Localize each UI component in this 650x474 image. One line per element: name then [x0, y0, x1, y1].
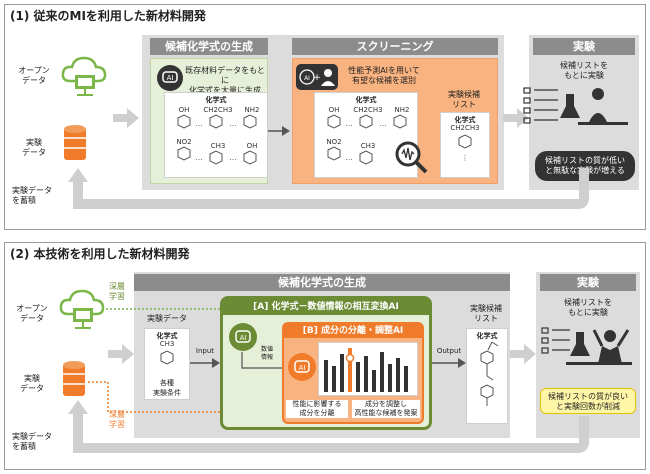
- molecule-grid-1: OH CH2CH3 NH2 NO2 CH3 OH … … … …: [176, 106, 260, 165]
- svg-text:+: +: [313, 73, 321, 83]
- open-data-label-1: オープン データ: [18, 66, 50, 85]
- svg-text:CH3: CH3: [211, 142, 226, 150]
- section-1-title: (1) 従来のMIを利用した新材料開発: [10, 9, 206, 23]
- svg-text:NO2: NO2: [176, 138, 191, 146]
- svg-text:…: …: [380, 120, 387, 128]
- arrow-gen-to-screen-1: [268, 126, 290, 136]
- cand-list-label-2: 実験候補 リスト: [470, 304, 502, 323]
- output-label: Output: [436, 347, 462, 355]
- svg-text:CH3: CH3: [361, 142, 376, 150]
- exp-data-label-2: 実験 データ: [20, 374, 44, 393]
- svg-text:OH: OH: [179, 106, 190, 114]
- arrow-gen-to-exp-2: [510, 344, 536, 364]
- exp-data-label-1: 実験 データ: [22, 138, 46, 157]
- open-data-label-2: オープン データ: [16, 304, 48, 323]
- cloud-icon-2: [59, 289, 105, 329]
- svg-text:OH: OH: [247, 142, 258, 150]
- svg-text:OH: OH: [329, 106, 340, 114]
- svg-text:CH2CH3: CH2CH3: [353, 106, 382, 114]
- arrow-sources-to-gen-1: [113, 108, 139, 128]
- screen-desc-1: 性能予測AIを用いて 有望な候補を選別: [348, 66, 420, 85]
- cand-molecule-1: CH2CH3 ⋮: [450, 124, 479, 162]
- svg-text:CH2CH3: CH2CH3: [203, 106, 232, 114]
- svg-text:NO2: NO2: [326, 138, 341, 146]
- database-icon: [64, 125, 86, 160]
- gen-header-2: 候補化学式の生成: [134, 274, 510, 291]
- component-bars-icon: [324, 348, 408, 392]
- ai-a-title: [A] 化学式－数値情報の相互変換AI: [223, 299, 429, 315]
- cand-molecule-2: [480, 341, 499, 406]
- svg-text:AI: AI: [299, 364, 306, 372]
- svg-text:AI: AI: [167, 74, 174, 82]
- cand-card-2: [466, 328, 508, 424]
- svg-text:NH2: NH2: [395, 106, 410, 114]
- arrow-sources-to-gen-2: [108, 344, 134, 364]
- cand-card-1-title: 化学式: [454, 116, 476, 124]
- loop-arrow-1: [68, 168, 589, 209]
- exp-header-1: 実験: [533, 38, 635, 55]
- svg-text:CH2CH3: CH2CH3: [450, 124, 479, 132]
- ai-b-title: [B] 成分の分離・調整AI: [284, 324, 422, 338]
- gen-header-1: 候補化学式の生成: [150, 38, 268, 55]
- cand-list-label-1: 実験候補 リスト: [448, 90, 480, 109]
- cloud-icon: [61, 56, 107, 96]
- formula-card-1-title: 化学式: [205, 96, 227, 104]
- svg-text:…: …: [346, 120, 353, 128]
- separate-text: 性能に影響する 成分を分離: [286, 400, 348, 418]
- screen-header-1: スクリーニング: [292, 38, 498, 55]
- svg-text:AI: AI: [304, 75, 310, 82]
- adjust-text: 成分を調整し 高性能な候補を発案: [352, 400, 420, 418]
- exp-conditions: 各種 実験条件: [153, 379, 181, 397]
- svg-text:…: …: [196, 154, 203, 162]
- input-label: Input: [195, 347, 215, 355]
- exp-data-card-formula: 化学式: [156, 332, 178, 340]
- svg-text:⋮: ⋮: [462, 154, 469, 162]
- svg-text:…: …: [196, 120, 203, 128]
- ai-brain-icon-b: AI: [288, 353, 316, 381]
- svg-text:…: …: [230, 154, 237, 162]
- bubble-high-quality: 候補リストの質が良い と実験回数が削減: [540, 388, 636, 414]
- numeric-info-label: 数値 情報: [260, 346, 273, 361]
- exp-data-molecule: CH3: [160, 340, 175, 365]
- svg-text:NH2: NH2: [245, 106, 260, 114]
- magnifier-icon: [395, 141, 428, 174]
- loop-arrow-2: [68, 400, 589, 453]
- ai-badge-icon: AI: [157, 65, 183, 91]
- cand-card-2-title: 化学式: [476, 332, 498, 340]
- accumulate-label-2: 実験データ を蓄積: [12, 432, 52, 451]
- svg-text:…: …: [346, 154, 353, 162]
- experiment-icon: [523, 87, 628, 125]
- arrow-input: [190, 358, 220, 368]
- svg-text:CH3: CH3: [160, 340, 175, 348]
- cand-card-1: [440, 112, 490, 178]
- ai-brain-icon-a: AI: [229, 323, 257, 351]
- screen-formula-card-title: 化学式: [355, 96, 377, 104]
- exp-desc-2: 候補リストを もとに実験: [564, 298, 612, 317]
- accumulate-label-1: 実験データ を蓄積: [12, 186, 52, 205]
- experiment-success-icon: [541, 327, 632, 365]
- exp-desc-1: 候補リストを もとに実験: [560, 61, 608, 80]
- gen-desc-1: 既存材料データをもとに 化学式を大量に生成: [185, 66, 265, 95]
- exp-data-card-title: 実験データ: [147, 314, 187, 323]
- svg-text:…: …: [230, 120, 237, 128]
- deep-learning-label-bottom: 深層 学習: [109, 410, 125, 429]
- arrow-screen-to-exp-1: [503, 108, 529, 128]
- deep-learning-label-top: 深層 学習: [109, 282, 125, 301]
- database-icon-2: [63, 361, 85, 396]
- section-2-title: (2) 本技術を利用した新材料開発: [10, 247, 190, 261]
- arrow-output: [432, 358, 466, 368]
- svg-text:AI: AI: [240, 334, 247, 342]
- molecule-grid-screen-1: OH CH2CH3 NH2 NO2 CH3 … … …: [326, 106, 410, 165]
- exp-header-2: 実験: [540, 274, 636, 291]
- ai-person-icon: AI +: [296, 64, 338, 90]
